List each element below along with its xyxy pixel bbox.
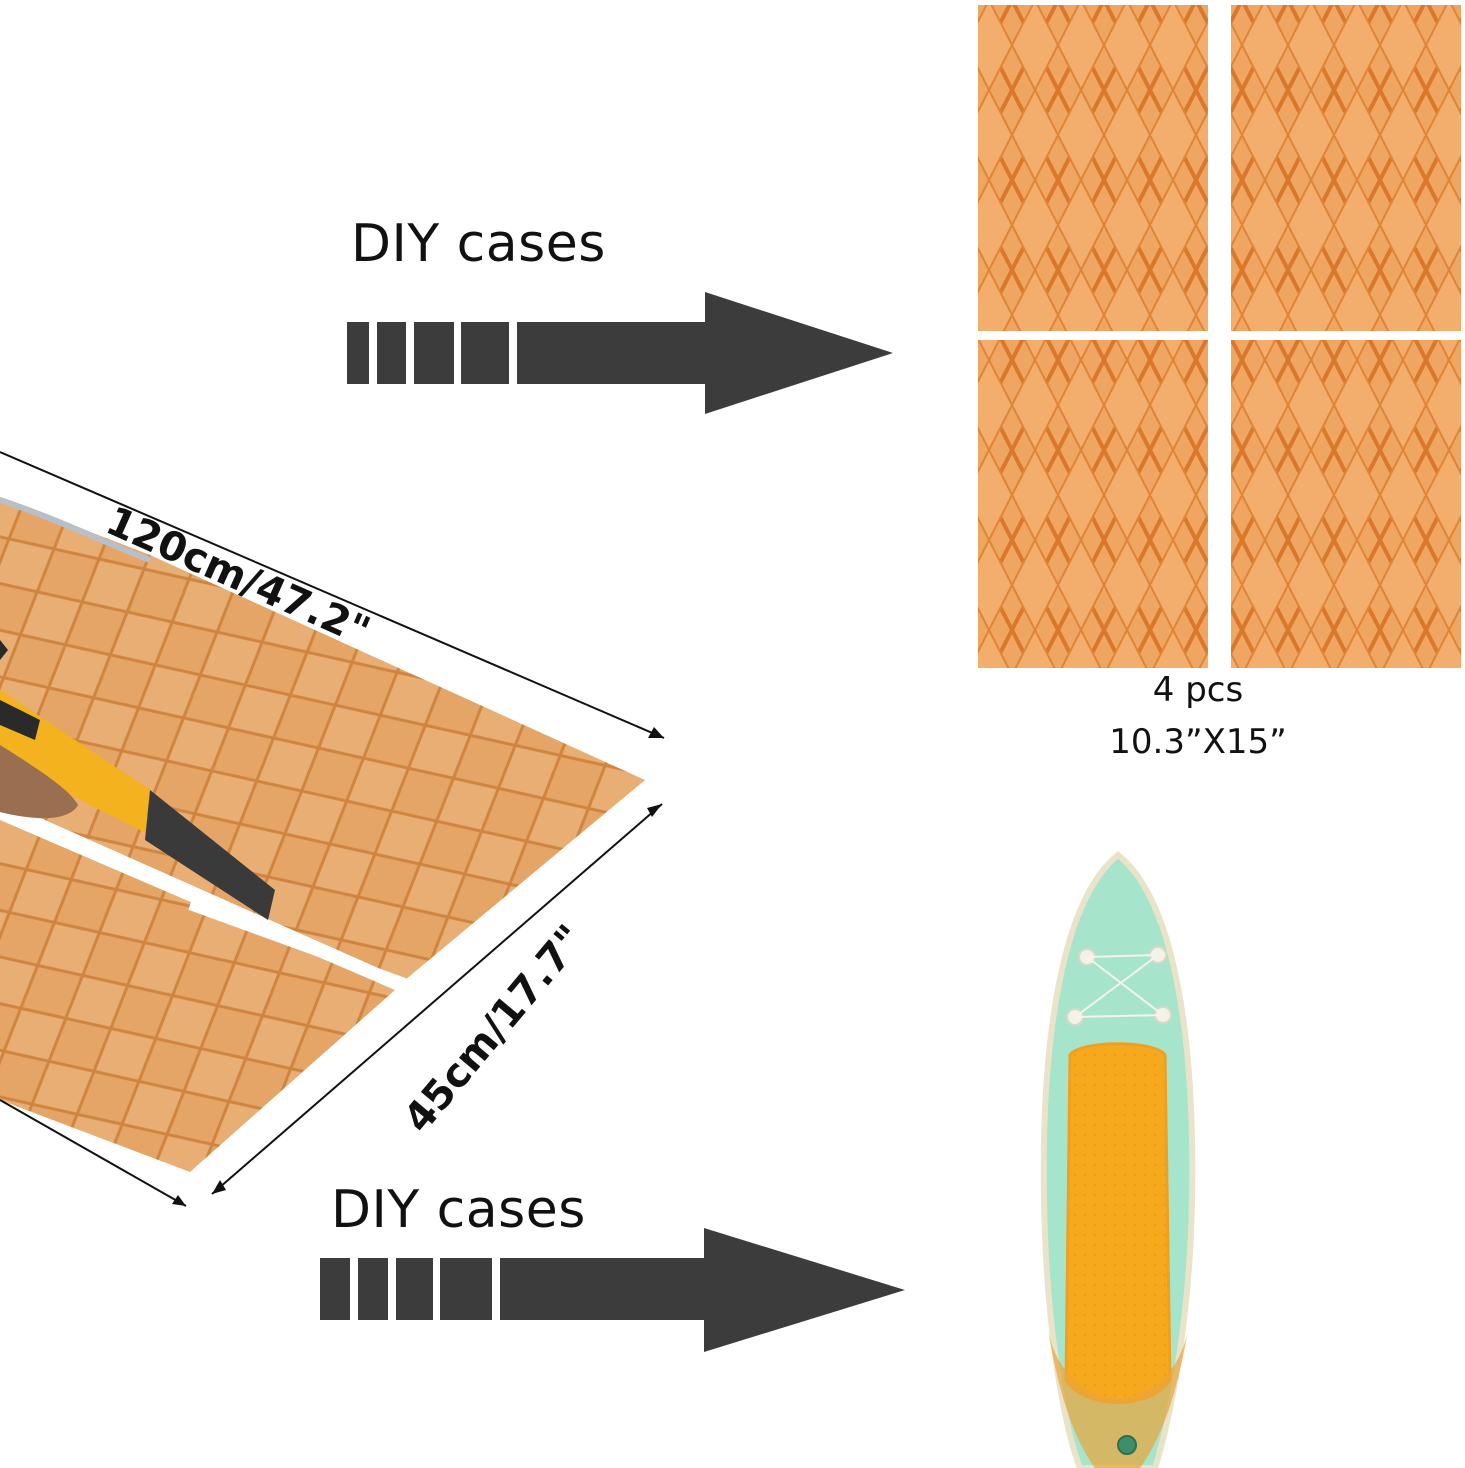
arrow-bottom-icon	[320, 1228, 905, 1352]
pad-size-label: 10.3”X15”	[1109, 722, 1287, 762]
sheet-lower-piece	[0, 820, 395, 1172]
paddle-board-illustration	[1040, 851, 1196, 1468]
arrow-top-icon	[347, 292, 893, 414]
pad-count-label: 4 pcs	[1152, 670, 1244, 710]
sheet-upper-piece	[0, 497, 645, 980]
diy-cases-bottom-label: DIY cases	[331, 1180, 586, 1240]
pad-grid	[978, 5, 1461, 668]
pad-bottom-right	[1231, 340, 1461, 668]
cutter-knife-icon	[0, 640, 275, 920]
pad-top-right	[1231, 5, 1461, 331]
diy-cases-top-label: DIY cases	[351, 214, 606, 274]
pad-bottom-left	[978, 340, 1208, 668]
sheet-illustration	[0, 451, 665, 1207]
pad-top-left	[978, 5, 1208, 331]
